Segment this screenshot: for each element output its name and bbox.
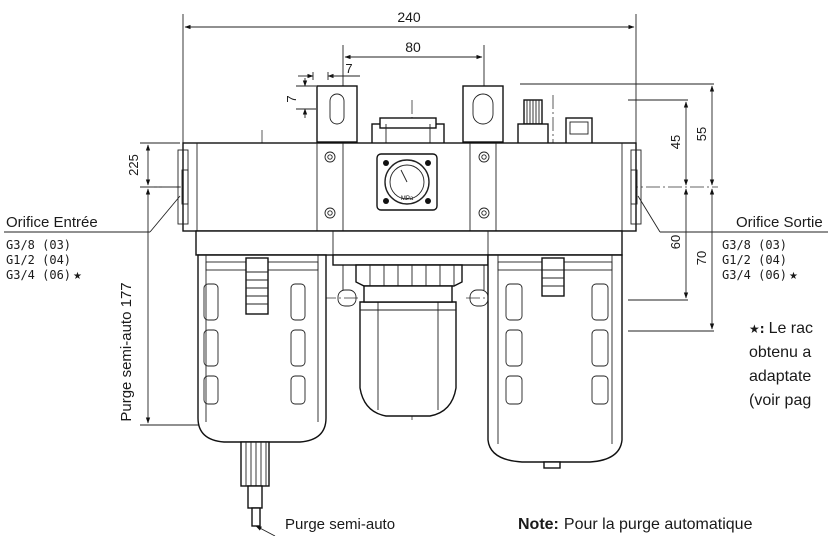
dim-right-upper: 45 xyxy=(668,135,683,149)
dim-slot-width: 7 xyxy=(345,61,352,76)
lubricator-bowl xyxy=(469,254,623,469)
outlet-thread-2: G1/2 (04) xyxy=(722,253,787,267)
inlet-star: ★ xyxy=(73,271,82,282)
dim-right-upper-total: 55 xyxy=(694,127,709,141)
regulator-knob xyxy=(355,264,463,417)
drain-callout: Purge semi-auto xyxy=(255,516,395,536)
note-text: Pour la purge automatique xyxy=(564,516,753,533)
note-prefix: Note: xyxy=(518,516,559,533)
outlet-thread-3: G3/4 (06)★ xyxy=(722,268,798,282)
dim-slot-height: 7 xyxy=(284,95,299,102)
inlet-thread-1: G3/8 (03) xyxy=(6,238,71,252)
footnote-line-3: adaptate xyxy=(749,368,811,385)
vertical-purge-label: Purge semi-auto 177 xyxy=(118,282,135,421)
outlet-thread-1: G3/8 (03) xyxy=(722,238,787,252)
left-bracket xyxy=(316,85,358,143)
outlet-star: ★ xyxy=(789,271,798,282)
inlet-thread-2: G1/2 (04) xyxy=(6,253,71,267)
dim-right-lower-total: 70 xyxy=(694,251,709,265)
footnote-mark: ★: xyxy=(749,322,765,336)
dim-overall-width: 240 xyxy=(397,9,421,25)
drain-label: Purge semi-auto xyxy=(285,516,395,533)
outlet-callout: Orifice Sortie G3/8 (03) G1/2 (04) G3/4 … xyxy=(637,195,828,282)
inlet-title: Orifice Entrée xyxy=(6,214,98,231)
bottom-note: Note: Pour la purge automatique xyxy=(518,516,753,533)
dim-right-lower: 60 xyxy=(668,235,683,249)
right-bracket xyxy=(462,85,504,143)
regulator-cap xyxy=(371,117,445,145)
dimension-lines xyxy=(145,24,715,424)
pressure-gauge: MPa xyxy=(376,153,438,211)
filter-bowl xyxy=(197,254,357,443)
footnote-line-2: obtenu a xyxy=(749,344,811,361)
inlet-thread-3: G3/4 (06)★ xyxy=(6,268,82,282)
outlet-title: Orifice Sortie xyxy=(736,214,823,231)
footnote-line-1: ★:Le rac xyxy=(749,320,813,337)
dim-center-distance: 80 xyxy=(405,39,421,55)
inlet-callout: Orifice Entrée G3/8 (03) G1/2 (04) G3/4 … xyxy=(4,195,181,282)
lubricator-knob xyxy=(517,99,593,145)
drain-valve xyxy=(240,441,270,527)
collar xyxy=(195,230,623,266)
body-bolts xyxy=(324,151,490,219)
footnote: ★:Le rac obtenu a adaptate (voir pag xyxy=(749,320,813,409)
gauge-unit: MPa xyxy=(401,196,414,202)
footnote-line-4: (voir pag xyxy=(749,392,811,409)
dim-left-height: 225 xyxy=(126,154,141,176)
